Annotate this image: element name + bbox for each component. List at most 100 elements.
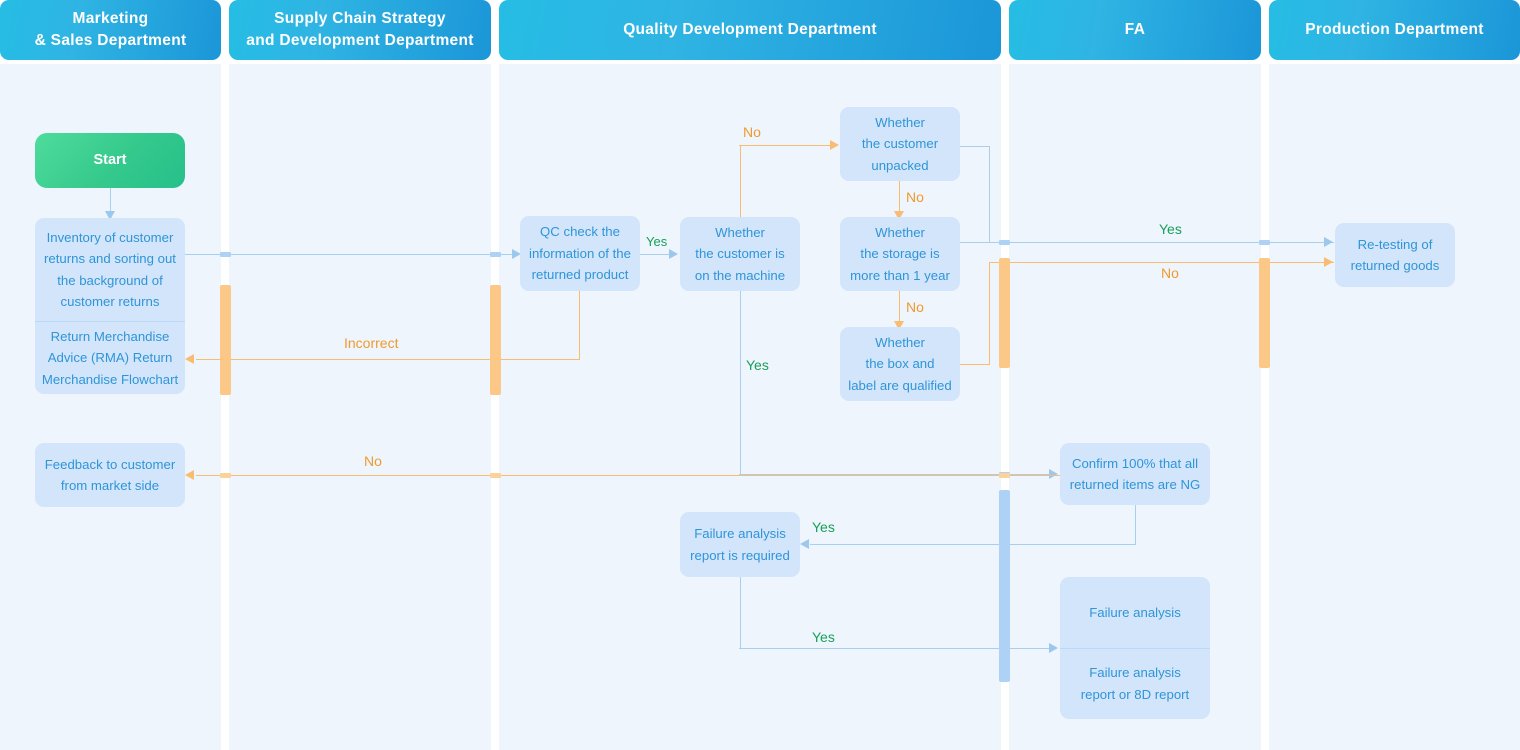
line-3: more than 1 year: [850, 267, 950, 283]
line-2: report is required: [690, 547, 790, 563]
edge-machine-no-vertical: [740, 145, 741, 222]
line-3: unpacked: [871, 157, 929, 173]
edge-yes-to-retesting: [989, 242, 1334, 243]
lane-production: Production Department: [1269, 0, 1520, 750]
lane-crossing-marker: [1259, 240, 1270, 245]
edge-fa-required-horizontal: [739, 648, 1055, 649]
edge-qc-incorrect-vertical: [579, 290, 580, 360]
node-whether-box-label-qualified[interactable]: Whether the box and label are qualified: [840, 327, 960, 401]
line-3: the background of: [57, 272, 163, 288]
line-1: Whether: [715, 224, 765, 240]
node-qc-check[interactable]: QC check the information of the returned…: [520, 216, 640, 291]
arrowhead-yes-to-retesting: [1324, 237, 1333, 247]
lane-header-supply-chain: Supply Chain Strategy and Development De…: [229, 0, 491, 60]
lane-crossing-marker: [220, 473, 231, 478]
edge-label-yes-fa-required-to-analysis: Yes: [812, 629, 835, 645]
line-3: Merchandise Flowchart: [41, 371, 179, 387]
arrowhead-start-to-inventory: [105, 211, 115, 220]
line-2: report or 8D report: [1080, 686, 1190, 702]
node-failure-analysis[interactable]: Failure analysis: [1060, 577, 1210, 648]
arrowhead-incorrect-to-rma: [185, 354, 194, 364]
lane-crossing-marker: [1259, 258, 1270, 368]
line-1: Feedback to customer: [44, 456, 176, 472]
node-confirm-100-percent-ng[interactable]: Confirm 100% that all returned items are…: [1060, 443, 1210, 505]
lane-title: Production Department: [1305, 20, 1484, 38]
lane-header-quality: Quality Development Department: [499, 0, 1001, 60]
line-1: Whether: [875, 224, 925, 240]
edge-machine-no-horizontal: [739, 145, 831, 146]
lane-supply-chain: Supply Chain Strategy and Development De…: [229, 0, 491, 750]
lane-crossing-marker: [999, 473, 1010, 478]
edge-start-to-inventory: [110, 188, 111, 216]
edge-label-yes-machine-to-confirm: Yes: [746, 357, 769, 373]
edge-label-no-unpacked-to-storage: No: [906, 189, 924, 205]
line-1: Failure analysis: [1089, 665, 1181, 681]
edge-qc-incorrect-horizontal: [196, 359, 580, 360]
line-2: returns and sorting out: [44, 251, 176, 266]
edge-unpacked-no-vertical: [899, 180, 900, 214]
lane-crossing-marker: [999, 258, 1010, 368]
edge-storage-no-vertical: [899, 291, 900, 325]
edge-label-yes-qc-to-machine: Yes: [646, 234, 668, 249]
lane-header-fa: FA: [1009, 0, 1261, 60]
line-1: Inventory of customer: [46, 229, 174, 245]
edge-machine-yes-horizontal: [739, 474, 1052, 475]
edge-label-yes-confirm-to-fa-required: Yes: [812, 519, 835, 535]
edge-fa-required-vertical: [740, 577, 741, 649]
line-1: Whether: [875, 334, 925, 350]
edge-boxlabel-horizontal: [958, 364, 990, 365]
lane-header-production: Production Department: [1269, 0, 1520, 60]
arrowhead-machine-no-to-unpacked: [830, 140, 839, 150]
line-2: returned items are NG: [1069, 477, 1201, 492]
edge-label-incorrect: Incorrect: [344, 335, 399, 351]
line-2: the box and: [865, 356, 935, 372]
lane-crossing-marker: [220, 252, 231, 257]
lane-title-line2: and Development Department: [246, 32, 474, 49]
edge-confirm-yes-vertical: [1135, 504, 1136, 545]
edge-label-yes-to-retesting: Yes: [1159, 221, 1182, 237]
line-1: Confirm 100% that all: [1071, 455, 1199, 471]
lane-title-line1: Marketing: [72, 9, 149, 27]
line-2: Advice (RMA) Return: [47, 350, 173, 366]
lane-body-production: [1269, 64, 1520, 750]
lane-body-supply-chain: [229, 64, 491, 750]
line-2: the customer: [861, 136, 939, 152]
node-retesting-returned-goods[interactable]: Re-testing of returned goods: [1335, 223, 1455, 287]
arrowhead-no-to-retesting: [1324, 257, 1333, 267]
node-failure-analysis-report-8d[interactable]: Failure analysis report or 8D report: [1060, 647, 1210, 720]
node-whether-customer-unpacked[interactable]: Whether the customer unpacked: [840, 107, 960, 181]
lane-title-line1: Supply Chain Strategy: [274, 9, 446, 27]
line-4: customer returns: [60, 294, 160, 309]
node-rma-flowchart[interactable]: Return Merchandise Advice (RMA) Return M…: [35, 321, 185, 394]
node-start[interactable]: Start: [35, 133, 185, 188]
line-2: from market side: [60, 478, 160, 493]
line-2: returned goods: [1350, 258, 1440, 273]
arrowhead-confirm-yes-to-fa-required: [800, 539, 809, 549]
line-3: returned product: [531, 267, 629, 283]
lane-title: FA: [1124, 20, 1146, 38]
arrowhead-storage-no: [894, 321, 904, 330]
node-inventory-and-rma[interactable]: Inventory of customer returns and sortin…: [35, 218, 185, 394]
arrowhead-unpacked-no: [894, 211, 904, 220]
lane-title: Quality Development Department: [623, 20, 877, 38]
node-inventory-returns[interactable]: Inventory of customer returns and sortin…: [35, 218, 185, 321]
edge-unpacked-yes-horizontal: [958, 146, 990, 147]
edge-confirm-no-to-feedback: [196, 475, 1062, 476]
line-1: Whether: [875, 114, 925, 130]
node-whether-storage-over-1-year[interactable]: Whether the storage is more than 1 year: [840, 217, 960, 291]
edge-boxlabel-vertical: [989, 262, 990, 365]
node-whether-customer-on-machine[interactable]: Whether the customer is on the machine: [680, 217, 800, 291]
edge-storage-yes-horizontal: [958, 242, 990, 243]
arrowhead-confirm-no-to-feedback: [185, 470, 194, 480]
edge-label-no-storage-to-boxlabel: No: [906, 299, 924, 315]
arrowhead-fa-required-to-failure-analysis: [1049, 643, 1058, 653]
node-failure-analysis-group[interactable]: Failure analysis Failure analysis report…: [1060, 577, 1210, 719]
lane-crossing-marker: [999, 240, 1010, 245]
line-1: Failure analysis: [1089, 604, 1181, 620]
node-start-label: Start: [93, 151, 127, 168]
node-failure-analysis-report-required[interactable]: Failure analysis report is required: [680, 512, 800, 577]
line-1: Re-testing of: [1357, 236, 1433, 252]
node-feedback-to-customer[interactable]: Feedback to customer from market side: [35, 443, 185, 507]
lane-crossing-marker: [999, 572, 1010, 682]
